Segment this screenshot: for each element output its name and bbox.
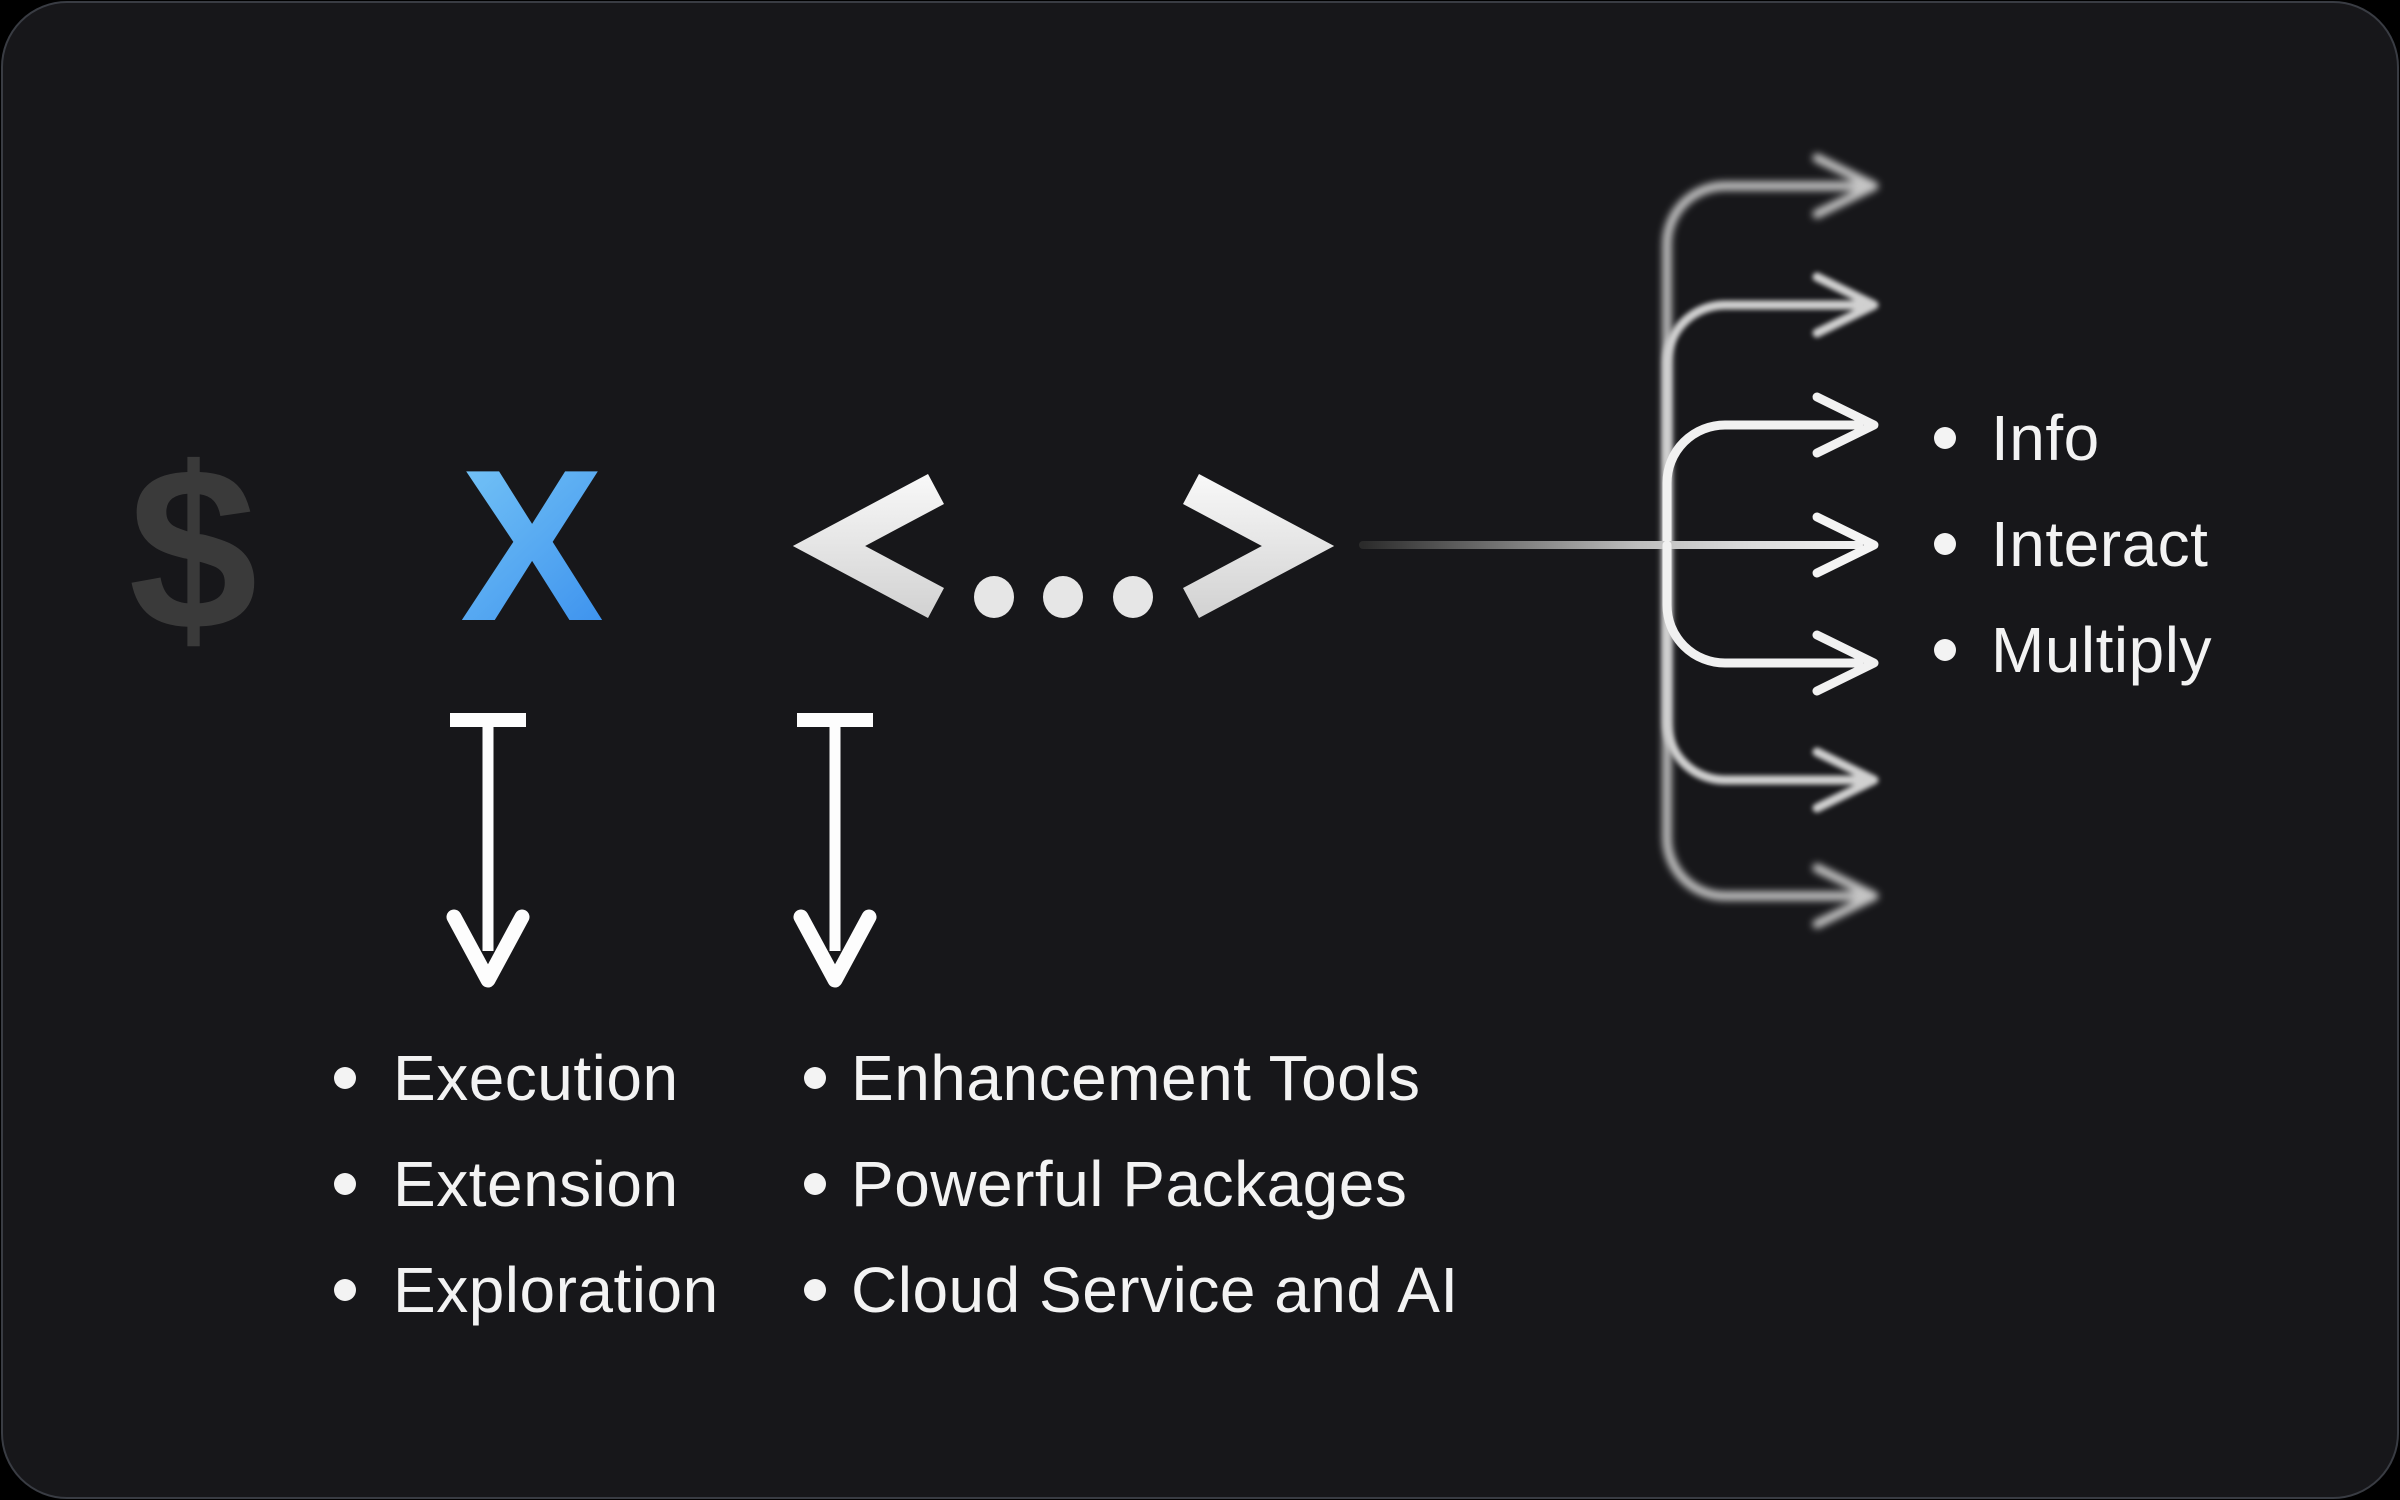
down-arrow-left-icon: [446, 713, 530, 988]
list-item: Extension: [334, 1131, 719, 1237]
down-arrow-right-icon: [793, 713, 877, 988]
bullet-icon: [804, 1279, 826, 1301]
list-item-label: Powerful Packages: [851, 1148, 1408, 1220]
list-item: Enhancement Tools: [804, 1025, 1459, 1131]
fan-branch-info: [1662, 392, 1879, 550]
list-item-label: Extension: [393, 1148, 679, 1220]
diagram-graphics: $ X: [128, 153, 1879, 988]
bullet-icon: [1934, 639, 1956, 661]
list-item: Multiply: [1934, 597, 2212, 703]
fan-branch-interact: [1359, 512, 1879, 578]
list-item-label: Enhancement Tools: [851, 1042, 1421, 1114]
x-symbol: X: [460, 424, 604, 666]
list-item-label: Interact: [1991, 508, 2209, 580]
list-item: Powerful Packages: [804, 1131, 1459, 1237]
code-tag-left-chevron-icon: [792, 473, 944, 619]
list-item-label: Execution: [393, 1042, 679, 1114]
fan-branch-blurred-mid: [1662, 272, 1879, 813]
outputs-list: Info Interact Multiply: [1934, 385, 2212, 703]
fan-branch-blurred-far: [1662, 153, 1879, 929]
dollar-symbol: $: [128, 420, 257, 679]
list-item: Interact: [1934, 491, 2212, 597]
bullet-icon: [334, 1173, 356, 1195]
execution-list: Execution Extension Exploration: [334, 1025, 719, 1343]
fan-branch-multiply: [1662, 540, 1879, 696]
list-item: Execution: [334, 1025, 719, 1131]
code-tag-ellipsis-dots: [974, 576, 1153, 618]
list-item: Cloud Service and AI: [804, 1237, 1459, 1343]
bullet-icon: [804, 1067, 826, 1089]
code-tag-right-chevron-icon: [1183, 473, 1335, 619]
enhancement-list: Enhancement Tools Powerful Packages Clou…: [804, 1025, 1459, 1343]
list-item-label: Multiply: [1991, 614, 2212, 686]
list-item: Info: [1934, 385, 2212, 491]
list-item-label: Exploration: [393, 1254, 719, 1326]
bullet-icon: [1934, 427, 1956, 449]
bullet-icon: [334, 1067, 356, 1089]
list-item: Exploration: [334, 1237, 719, 1343]
bullet-icon: [804, 1173, 826, 1195]
bullet-icon: [1934, 533, 1956, 555]
code-tag-symbol: [792, 473, 1335, 619]
bullet-icon: [334, 1279, 356, 1301]
list-item-label: Cloud Service and AI: [851, 1254, 1459, 1326]
list-item-label: Info: [1991, 402, 2100, 474]
fan-out-arrows: [1359, 153, 1879, 929]
